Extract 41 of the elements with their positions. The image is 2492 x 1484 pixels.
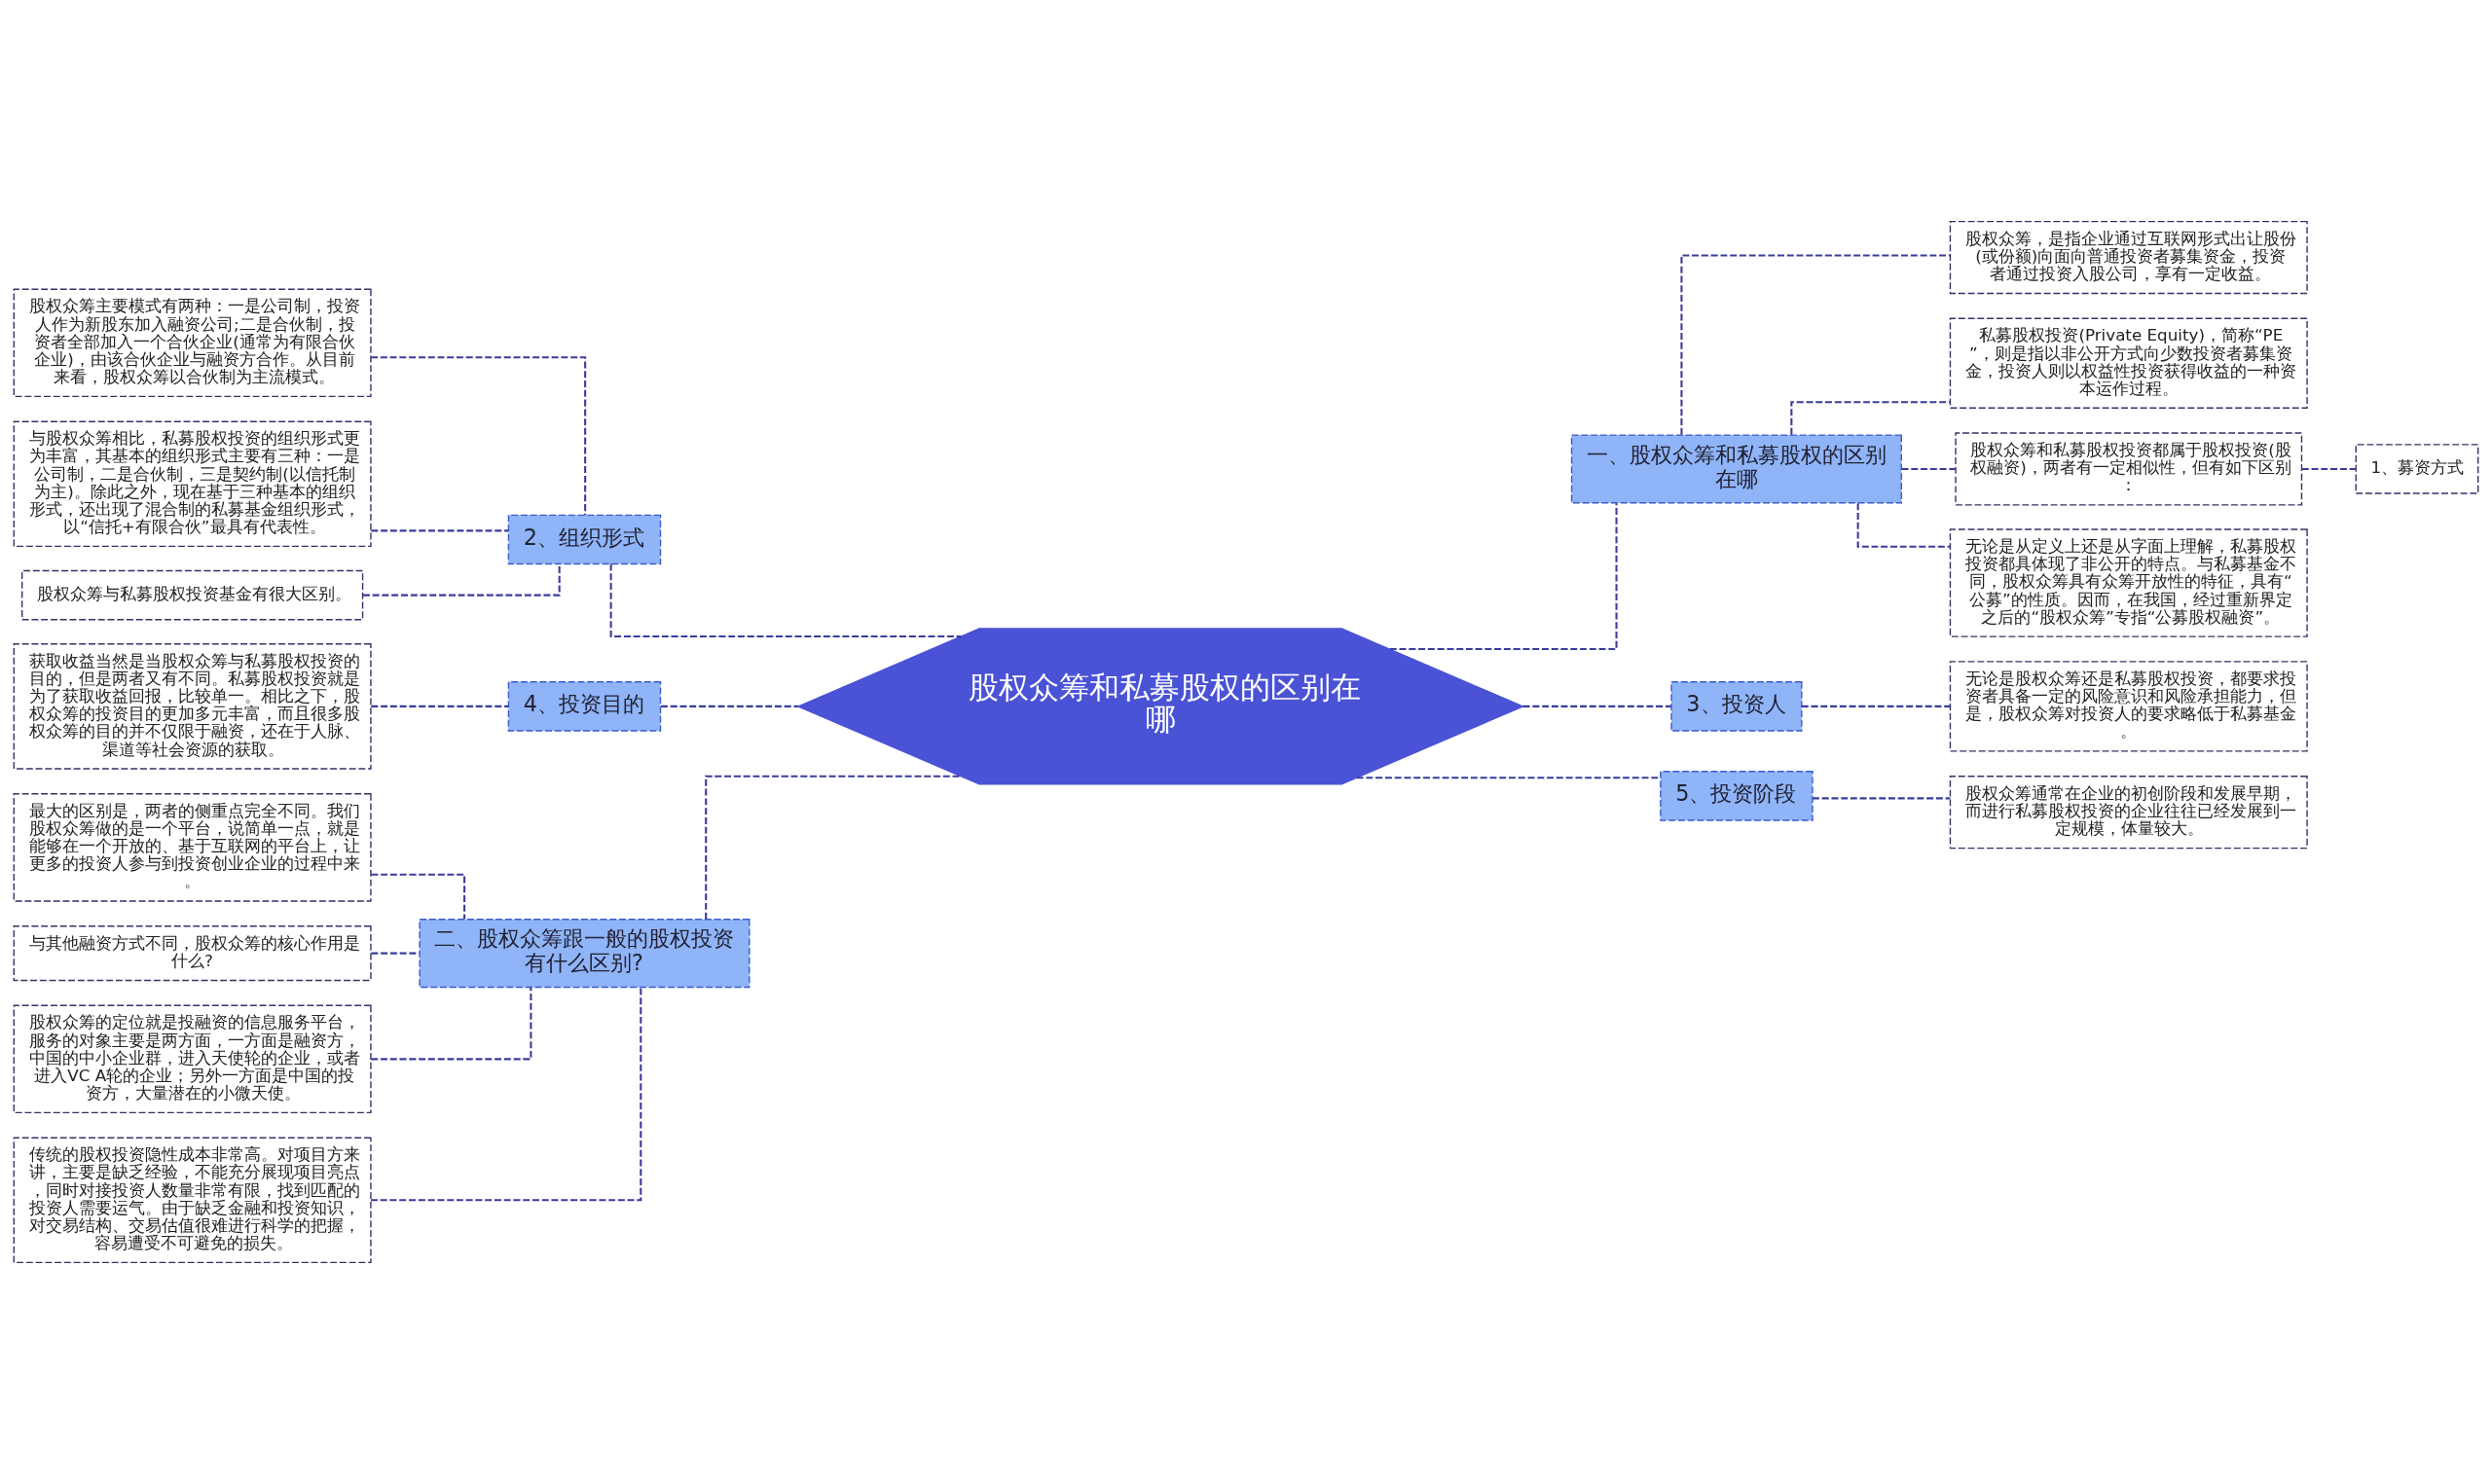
connector xyxy=(1522,705,1671,707)
node-box: 4、投资目的 xyxy=(507,681,662,732)
node-box: 3、投资人 xyxy=(1670,681,1803,732)
connector xyxy=(371,529,509,532)
connector xyxy=(371,873,466,920)
node-box: 与其他融资方式不同，股权众筹的核心作用是什么? xyxy=(13,925,372,982)
node-box: 一、股权众筹和私募股权的区别在哪 xyxy=(1570,434,1902,504)
connector xyxy=(661,705,798,707)
connector xyxy=(1856,503,1951,548)
node-box: 传统的股权投资隐性成本非常高。对项目方来讲，主要是缺乏经验，不能充分展现项目亮点，同时对接投资人数量非常有限，找到匹配的投资人需要运气。由于缺乏金融和投资知识，对交易结构、交易估值很难进行科学的把握，容易遭受不可避免的损失。 xyxy=(13,1137,372,1264)
node-box: 股权众筹与私募股权投资基金有很大区别。 xyxy=(20,569,364,621)
connector xyxy=(362,563,561,597)
node-box: 私募股权投资(Private Equity)，简称“PE”，则是指以非公开方式向少数投资者募集资金，投资人则以权益性投资获得收益的一种资本运作过程。 xyxy=(1949,317,2308,409)
node-box: 股权众筹，是指企业通过互联网形式出让股份(或份额)向面向普通投资者募集资金，投资者通过投资入股公司，享有一定收益。 xyxy=(1949,220,2308,295)
connector xyxy=(1801,705,1951,707)
node-box: 二、股权众筹跟一般的股权投资有什么区别? xyxy=(419,919,751,989)
connector xyxy=(705,775,962,920)
connector xyxy=(1356,777,1661,779)
node-box: 5、投资阶段 xyxy=(1660,771,1814,821)
node-box: 与股权众筹相比，私募股权投资的组织形式更为丰富，其基本的组织形式主要有三种：一是公司制，二是合伙制，三是契约制(以信托制为主)。除此之外，现在基于三种基本的组织形式，还出现了混合制的私募基金组织形式，以“信托+有限合伙”最具有代表性。 xyxy=(13,420,372,548)
connector xyxy=(1901,467,1956,470)
connector xyxy=(1389,503,1618,651)
connector xyxy=(371,987,532,1061)
connector xyxy=(371,952,420,955)
node-box: 最大的区别是，两者的侧重点完全不同。我们股权众筹做的是一个平台，说简单一点，就是能够在一个开放的、基于互联网的平台上，让更多的投资人参与到投资创业企业的过程中来。 xyxy=(13,793,372,902)
connector xyxy=(2301,467,2356,470)
node-box: 股权众筹主要模式有两种：一是公司制，投资人作为新股东加入融资公司;二是合伙制，投资者全部加入一个合伙企业(通常为有限合伙企业)，由该合伙企业与融资方合作。从目前来看，股权众筹以合伙制为主流模式。 xyxy=(13,288,372,398)
node-box: 2、组织形式 xyxy=(507,514,662,565)
connector xyxy=(371,356,587,516)
connector xyxy=(1680,254,1951,435)
node-box: 股权众筹的定位就是投融资的信息服务平台，服务的对象主要是两方面，一方面是融资方，中国的中小企业群，进入天使轮的企业，或者进入VC A轮的企业；另外一方面是中国的投资方，大量潜在的小微天使。 xyxy=(13,1004,372,1114)
node-box: 无论是从定义上还是从字面上理解，私募股权投资都具体现了非公开的特点。与私募基金不同，股权众筹具有众筹开放性的特征，具有“公募”的性质。因而，在我国，经过重新界定之后的“股权众筹”专指“公募股权融资”。 xyxy=(1949,528,2308,637)
connector xyxy=(1813,797,1951,800)
node-box: 股权众筹通常在企业的初创阶段和发展早期，而进行私募股权投资的企业往往已经发展到一定规模，体量较大。 xyxy=(1949,776,2308,850)
node-box: 获取收益当然是当股权众筹与私募股权投资的目的，但是两者又有不同。私募股权投资就是为了获取收益回报，比较单一。相比之下，股权众筹的投资目的更加多元丰富，而且很多股权众筹的目的并不仅限于融资，还在于人脉、渠道等社会资源的获取。 xyxy=(13,643,372,770)
connector xyxy=(609,563,962,638)
connector xyxy=(371,987,642,1202)
connector xyxy=(371,705,509,707)
node-box: 1、募资方式 xyxy=(2355,444,2479,494)
node-box: 股权众筹和私募股权投资都属于股权投资(股权融资)，两者有一定相似性，但有如下区别： xyxy=(1955,432,2303,506)
node-box: 无论是股权众筹还是私募股权投资，都要求投资者具备一定的风险意识和风险承担能力，但是，股权众筹对投资人的要求略低于私募基金。 xyxy=(1949,661,2308,752)
